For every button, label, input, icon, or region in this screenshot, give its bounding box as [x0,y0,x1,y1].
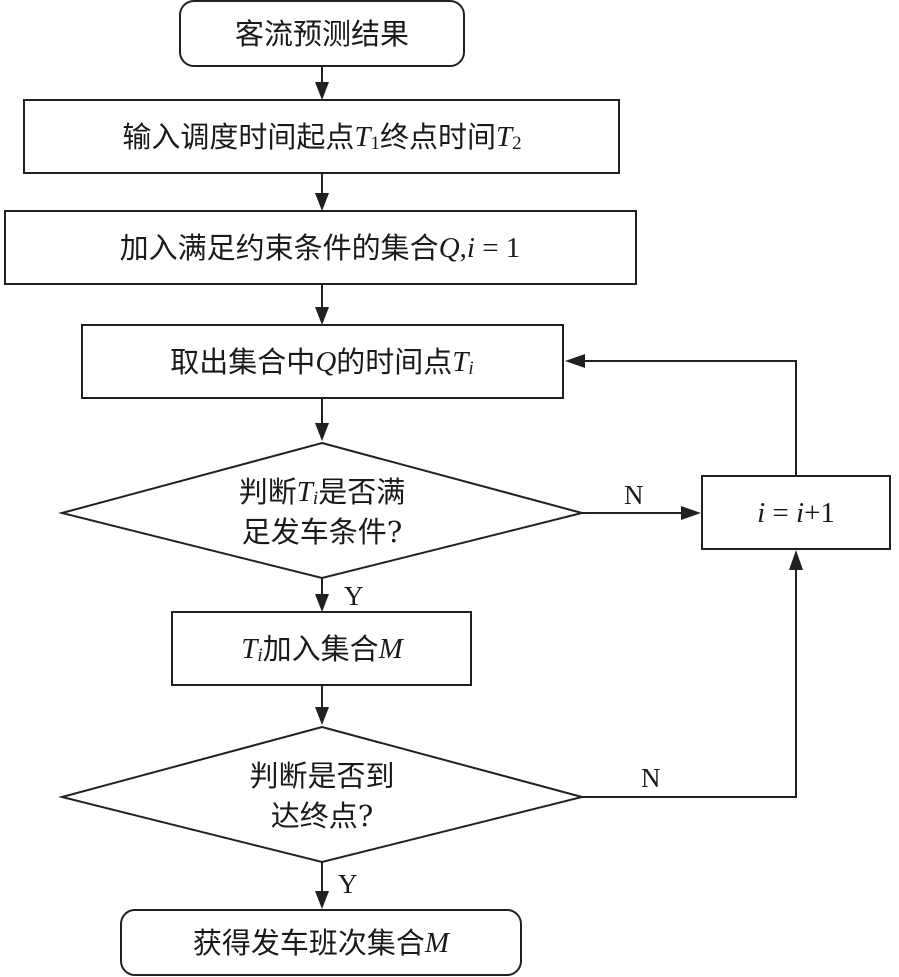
arrowhead-addm [315,594,329,612]
judge1-line2: 足发车条件? [242,515,403,549]
node-end: 获得发车班次集合M [120,909,522,976]
add-set-process-box [4,210,637,285]
judge2-line1: 判断是否到 [249,759,394,793]
arrowhead-increment-bottom [789,550,803,570]
node-take: 取出集合中Q的时间点Ti [81,324,564,399]
input-label: 输入调度时间起点T1终点时间T2 [122,120,521,154]
node-start: 客流预测结果 [179,0,465,67]
judge1-yes-label: Y [344,581,364,611]
arrowhead-increment [681,506,701,520]
start-label: 客流预测结果 [235,17,409,51]
node-add-set: 加入满足约束条件的集合Q,i = 1 [4,210,637,285]
judge1-no-label: N [624,480,644,510]
judge1-line1: 判断Ti是否满 [239,475,405,509]
connectors [315,66,803,909]
judge2-line2: 达终点? [271,799,374,833]
arrowhead-judge1 [315,423,329,441]
increment-label: i = i+1 [757,497,835,529]
arrowhead-input [315,82,329,100]
node-add-m: Ti加入集合M [171,611,472,686]
start-terminator [179,0,465,67]
increment-process-box [701,475,891,550]
input-process-box [23,99,620,174]
node-judge2: 判断是否到 达终点? [58,725,586,864]
take-label: 取出集合中Q的时间点Ti [170,345,473,379]
judge2-no-label: N [641,763,661,793]
take-process-box [81,324,564,399]
arrowhead-addset [315,193,329,211]
edge-judge2-no [582,568,797,798]
end-terminator [120,909,522,976]
judge2-yes-label: Y [338,869,358,899]
judge1-decision-diamond [58,441,586,580]
add-set-label: 加入满足约束条件的集合Q,i = 1 [120,231,521,265]
node-input: 输入调度时间起点T1终点时间T2 [23,99,620,174]
add-m-label: Ti加入集合M [241,632,404,666]
node-increment: i = i+1 [701,475,891,550]
arrowhead-end [315,891,329,909]
judge2-decision-diamond [58,725,586,864]
node-judge1: 判断Ti是否满 足发车条件? [58,441,586,580]
arrowhead-judge2 [315,707,329,725]
edge-labels: N Y N Y [338,480,661,899]
edge-loop-back [583,360,797,476]
end-label: 获得发车班次集合M [193,926,451,960]
arrowhead-loop-take [565,354,585,368]
add-m-process-box [171,611,472,686]
arrowhead-take [315,307,329,325]
